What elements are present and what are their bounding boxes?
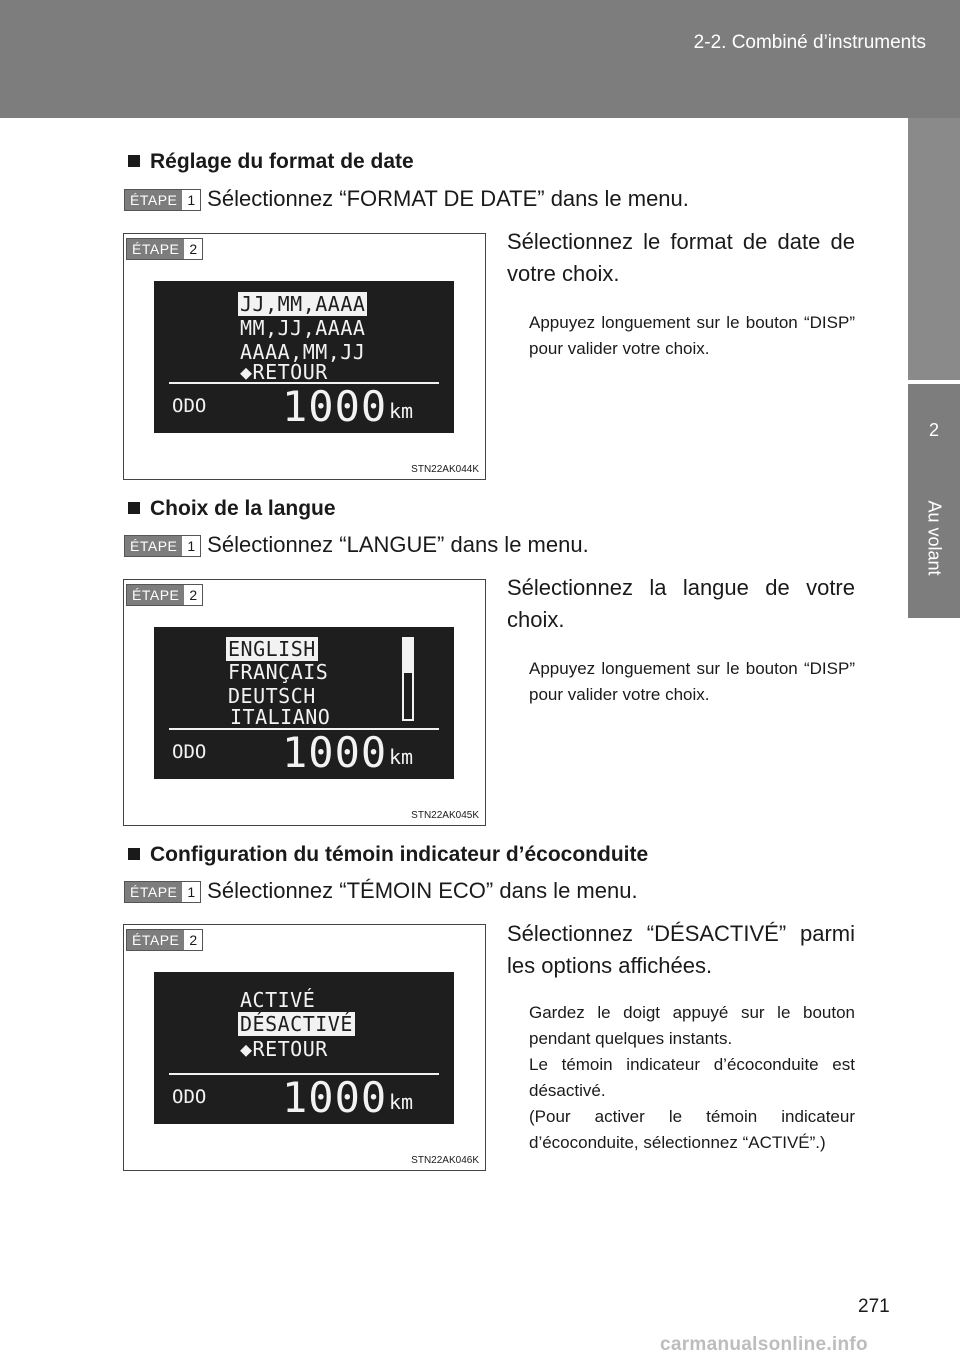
odo-unit: km <box>389 745 414 769</box>
step-text: Sélectionnez “FORMAT DE DATE” dans le me… <box>207 186 689 211</box>
lcd-divider <box>169 1073 439 1075</box>
page-number: 271 <box>858 1296 890 1317</box>
square-bullet-icon <box>128 502 140 514</box>
lcd-option: MM,JJ,AAAA <box>240 316 366 340</box>
step-2-text: Sélectionnez la langue de votre choix. <box>507 575 855 632</box>
step-number: 1 <box>182 536 201 557</box>
lcd-scroll-thumb <box>404 639 412 673</box>
side-tab-label: Au volant <box>924 500 945 576</box>
odo-value: 1000 <box>282 382 388 431</box>
lcd-option: ACTIVÉ <box>240 988 316 1012</box>
step-2-eco: Sélectionnez “DÉSACTIVÉ” parmi les optio… <box>507 918 855 1156</box>
section-title-text: Réglage du format de date <box>150 150 414 173</box>
step-2-text: Sélectionnez “DÉSACTIVÉ” parmi les optio… <box>507 921 855 978</box>
step-2-note: Appuyez longuement sur le bouton “DISP” … <box>529 659 855 704</box>
step-2-text: Sélectionnez le format de date de votre … <box>507 229 855 286</box>
lcd-divider <box>169 728 439 730</box>
lcd-option-selected: ENGLISH <box>226 637 318 661</box>
section-title-text: Configuration du témoin indicateur d’éco… <box>150 843 649 866</box>
step-word: ÉTAPE <box>127 930 185 950</box>
odo-label: ODO <box>172 741 207 763</box>
step-word: ÉTAPE <box>125 882 183 903</box>
side-tab-top <box>908 118 960 380</box>
section-title-language: Choix de la langue <box>128 497 336 521</box>
lcd-option: ITALIANO <box>230 705 331 729</box>
section-title-text: Choix de la langue <box>150 497 336 520</box>
step-word: ÉTAPE <box>127 585 185 605</box>
lcd-option: FRANÇAIS <box>228 660 329 684</box>
lcd-divider <box>169 382 439 384</box>
lcd-option-back: ◆RETOUR <box>240 360 328 384</box>
step-2-language: Sélectionnez la langue de votre choix. A… <box>507 572 855 708</box>
step-2-note: Appuyez longuement sur le bouton “DISP” … <box>529 313 855 358</box>
chapter-title: 2-2. Combiné d’instruments <box>693 32 926 53</box>
square-bullet-icon <box>128 155 140 167</box>
square-bullet-icon <box>128 848 140 860</box>
lcd-scrollbar <box>402 637 414 721</box>
side-tab-divider <box>908 380 960 384</box>
odo-value: 1000 <box>282 1073 388 1122</box>
side-tab-number: 2 <box>928 420 939 440</box>
step-2-note-2: Le témoin indicateur d’écoconduite est d… <box>529 1055 855 1100</box>
figure-code: STN22AK045K <box>411 810 479 821</box>
step-text: Sélectionnez “LANGUE” dans le menu. <box>207 532 589 557</box>
chapter-side-tab: 2 Au volant <box>908 118 960 618</box>
step-2-date-format: Sélectionnez le format de date de votre … <box>507 226 855 362</box>
step-number: 1 <box>182 882 201 903</box>
section-title-date-format: Réglage du format de date <box>128 150 414 174</box>
lcd-option: DEUTSCH <box>228 684 316 708</box>
step-word: ÉTAPE <box>127 239 185 259</box>
figure-code: STN22AK044K <box>411 464 479 475</box>
step-word: ÉTAPE <box>125 190 183 211</box>
lcd-option-selected: DÉSACTIVÉ <box>238 1012 355 1036</box>
lcd-display: ACTIVÉ DÉSACTIVÉ ◆RETOUR ODO 1000 km <box>154 972 454 1124</box>
odo-label: ODO <box>172 1086 207 1108</box>
watermark: carmanualsonline.info <box>660 1334 868 1355</box>
lcd-display: JJ,MM,AAAA MM,JJ,AAAA AAAA,MM,JJ ◆RETOUR… <box>154 281 454 433</box>
step-2-note-3: (Pour activer le témoin indicateur d’éco… <box>529 1107 855 1152</box>
lcd-display: ENGLISH FRANÇAIS DEUTSCH ITALIANO ODO 10… <box>154 627 454 779</box>
odo-value: 1000 <box>282 728 388 777</box>
lcd-option-back: ◆RETOUR <box>240 1037 328 1061</box>
odo-unit: km <box>389 399 414 423</box>
page-header: 2-2. Combiné d’instruments <box>0 0 960 118</box>
step-number: 1 <box>182 190 201 211</box>
odo-unit: km <box>389 1090 414 1114</box>
step-number: 2 <box>184 239 203 259</box>
figure-code: STN22AK046K <box>411 1155 479 1166</box>
lcd-option-selected: JJ,MM,AAAA <box>238 292 368 316</box>
step-number: 2 <box>184 585 203 605</box>
section-title-eco: Configuration du témoin indicateur d’éco… <box>128 843 648 867</box>
step-2-note: Gardez le doigt appuyé sur le bouton pen… <box>529 1003 855 1048</box>
step-word: ÉTAPE <box>125 536 183 557</box>
step-text: Sélectionnez “TÉMOIN ECO” dans le menu. <box>207 878 638 903</box>
step-number: 2 <box>184 930 203 950</box>
lcd-option: AAAA,MM,JJ <box>240 340 366 364</box>
odo-label: ODO <box>172 395 207 417</box>
